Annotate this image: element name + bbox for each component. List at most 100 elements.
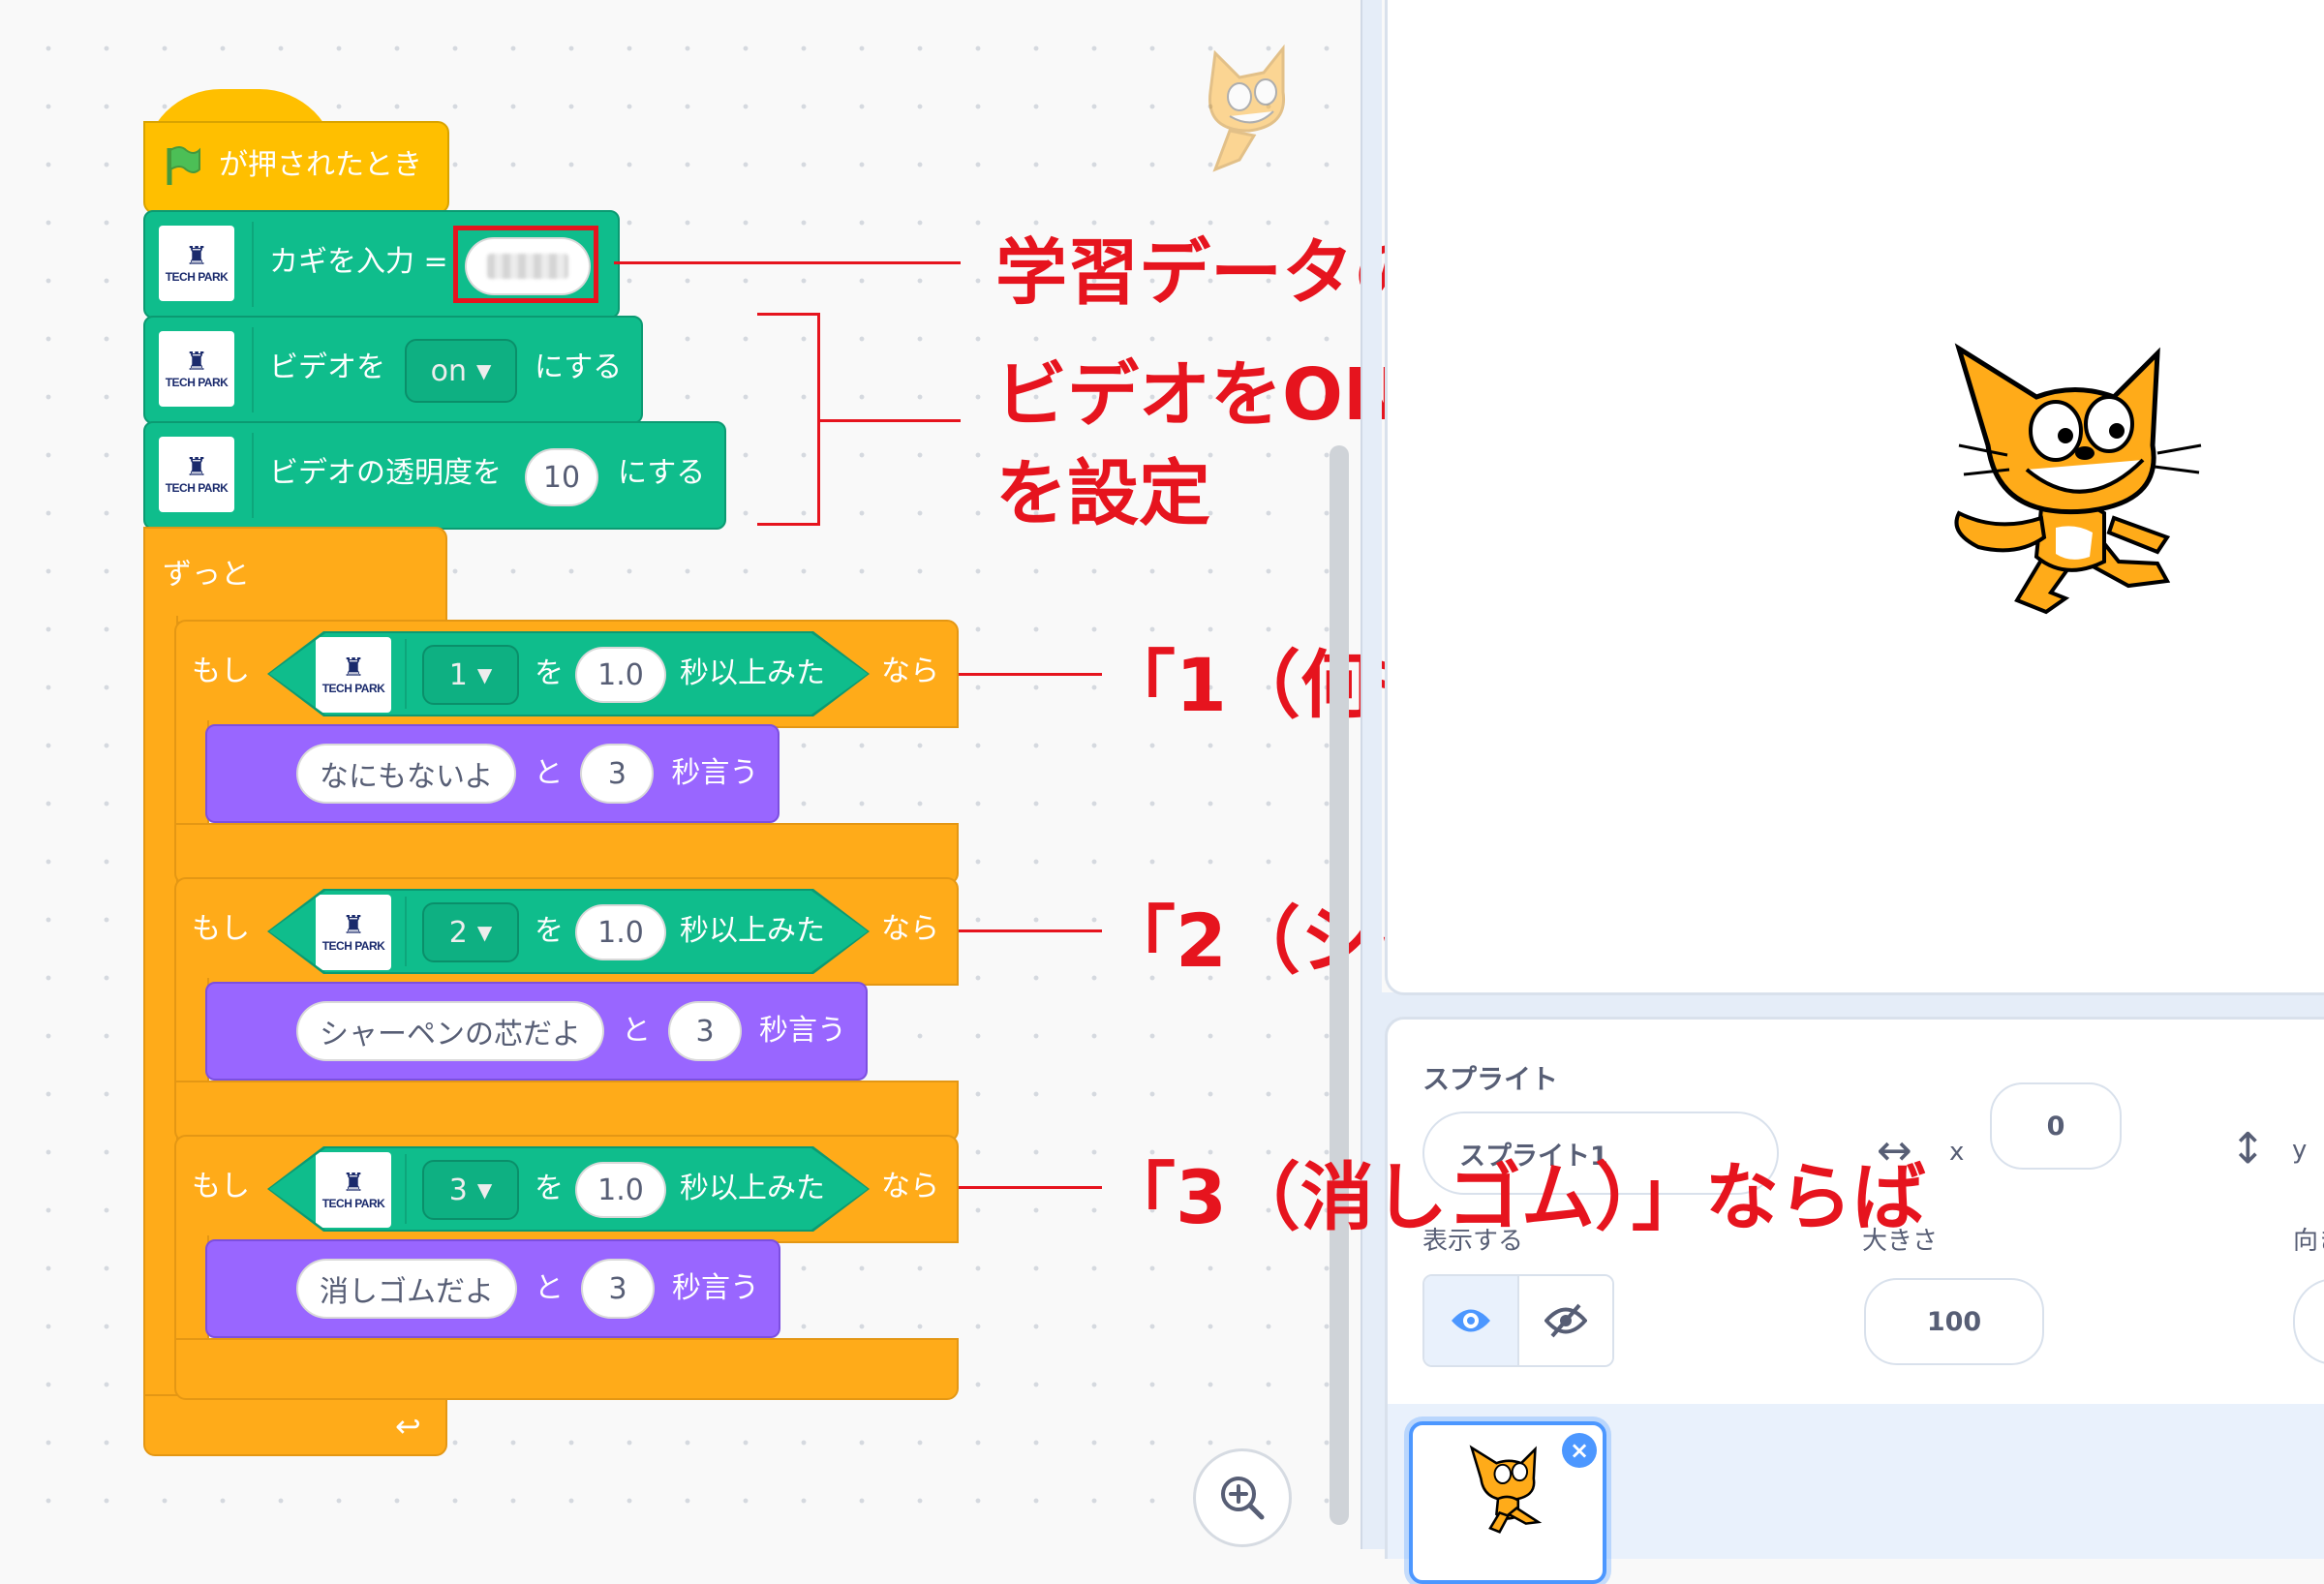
eye-slash-icon xyxy=(1544,1303,1587,1338)
tech-park-logo: ♜TECH PARK xyxy=(159,226,234,301)
hat-label: が押されたとき xyxy=(219,148,422,182)
when-flag-clicked-block[interactable]: が押されたとき xyxy=(143,121,449,214)
if-block[interactable]: もし ♜TECH PARK 3▼ を 1.0 秒以上みた なら xyxy=(174,1135,959,1243)
tech-park-logo: ♜TECH PARK xyxy=(316,1152,391,1228)
video-toggle-block[interactable]: ♜TECH PARK ビデオを on▼ にする xyxy=(143,316,643,424)
say-seconds-input[interactable]: 3 xyxy=(668,1001,742,1061)
if-arm xyxy=(174,1235,209,1340)
say-seconds-label: 秒言う xyxy=(671,756,759,790)
dropdown-caret-icon: ▼ xyxy=(475,359,492,382)
visibility-toggle xyxy=(1422,1274,1614,1367)
duration-input[interactable]: 1.0 xyxy=(575,904,666,960)
wo-label: を xyxy=(535,914,564,948)
workspace-scrollbar[interactable] xyxy=(1330,445,1349,1525)
seconds-see-label: 秒以上みた xyxy=(680,656,825,690)
then-label: なら xyxy=(881,912,939,946)
forever-label: ずっと xyxy=(163,558,250,592)
transparency-suffix: にする xyxy=(618,456,706,490)
forever-arm xyxy=(143,616,178,1396)
if-label: もし xyxy=(192,1170,250,1203)
annotation-video-line2: を設定 xyxy=(995,452,1210,535)
if-bottom xyxy=(174,823,959,885)
key-label: カギを入力 = xyxy=(269,245,448,279)
seconds-see-label: 秒以上みた xyxy=(680,1172,825,1205)
to-label: と xyxy=(622,1014,651,1048)
wo-label: を xyxy=(535,1172,564,1205)
size-input[interactable]: 100 xyxy=(1864,1278,2044,1365)
say-block[interactable]: 消しゴムだよ と 3 秒言う xyxy=(205,1239,780,1338)
if-label: もし xyxy=(192,912,250,946)
dropdown-caret-icon: ▼ xyxy=(476,921,493,944)
sprite-panel-title: スプライト xyxy=(1422,1063,1559,1095)
wo-label: を xyxy=(535,656,564,690)
hide-button[interactable] xyxy=(1519,1276,1612,1365)
y-arrow-icon: ↕ xyxy=(2230,1124,2266,1173)
say-block[interactable]: シャーペンの芯だよ と 3 秒言う xyxy=(205,982,868,1081)
size-label: 大きさ xyxy=(1862,1227,1939,1256)
duration-input[interactable]: 1.0 xyxy=(575,647,666,703)
say-block[interactable]: なにもないよ と 3 秒言う xyxy=(205,724,780,823)
transparency-label: ビデオの透明度を xyxy=(269,456,502,490)
duration-input[interactable]: 1.0 xyxy=(575,1162,666,1218)
if-block[interactable]: もし ♜TECH PARK 1▼ を 1.0 秒以上みた なら xyxy=(174,620,959,728)
direction-label: 向き xyxy=(2293,1227,2324,1256)
x-label: x xyxy=(1949,1138,1965,1167)
sprite-watermark-icon xyxy=(1208,44,1286,172)
stage[interactable] xyxy=(1385,0,2324,995)
show-button[interactable] xyxy=(1424,1276,1519,1365)
say-text-input[interactable]: なにもないよ xyxy=(296,744,517,804)
if-arm xyxy=(174,720,209,825)
transparency-input[interactable]: 10 xyxy=(525,448,598,506)
annotation-bracket xyxy=(757,313,820,526)
class-dropdown[interactable]: 2▼ xyxy=(422,902,519,962)
direction-input[interactable] xyxy=(2293,1278,2324,1365)
if-block[interactable]: もし ♜TECH PARK 2▼ を 1.0 秒以上みた なら xyxy=(174,877,959,986)
panel-divider xyxy=(1361,0,1382,1549)
if-bottom xyxy=(174,1338,959,1400)
video-label: ビデオを xyxy=(269,350,385,384)
model-condition[interactable]: ♜TECH PARK 1▼ を 1.0 秒以上みた xyxy=(269,633,868,715)
say-seconds-input[interactable]: 3 xyxy=(580,744,655,804)
video-state-dropdown[interactable]: on▼ xyxy=(405,339,517,403)
green-flag-icon xyxy=(167,146,200,185)
key-input-block[interactable]: ♜TECH PARK カギを入力 = xyxy=(143,210,620,319)
forever-block[interactable]: ずっと xyxy=(143,527,447,624)
y-label: y xyxy=(2292,1136,2308,1165)
tech-park-logo: ♜TECH PARK xyxy=(316,637,391,713)
dropdown-caret-icon: ▼ xyxy=(476,1178,493,1202)
scratch-cat-sprite-icon xyxy=(1954,343,2202,615)
say-seconds-label: 秒言う xyxy=(672,1271,759,1305)
then-label: なら xyxy=(881,1170,939,1203)
delete-sprite-button[interactable]: × xyxy=(1562,1433,1597,1468)
class-dropdown[interactable]: 1▼ xyxy=(422,645,519,705)
zoom-in-icon xyxy=(1221,1477,1265,1520)
sprite-thumbnail[interactable]: × xyxy=(1409,1421,1606,1584)
model-condition[interactable]: ♜TECH PARK 3▼ を 1.0 秒以上みた xyxy=(269,1148,868,1230)
tech-park-logo: ♜TECH PARK xyxy=(316,895,391,970)
zoom-in-button[interactable] xyxy=(1193,1448,1292,1547)
x-input[interactable]: 0 xyxy=(1990,1082,2122,1170)
class-dropdown[interactable]: 3▼ xyxy=(422,1160,519,1220)
say-seconds-label: 秒言う xyxy=(759,1014,846,1048)
show-label: 表示する xyxy=(1422,1227,1524,1256)
x-arrow-icon: ↔ xyxy=(1877,1126,1912,1175)
dropdown-caret-icon: ▼ xyxy=(476,663,493,686)
annotation-cond3: 「3（消しゴム）」ならば xyxy=(1102,1154,1926,1240)
say-text-input[interactable]: シャーペンの芯だよ xyxy=(296,1001,604,1061)
tech-park-logo: ♜TECH PARK xyxy=(159,437,234,512)
sprite-list: × xyxy=(1385,1404,2324,1584)
forever-bottom: ↩ xyxy=(143,1394,447,1456)
video-suffix: にする xyxy=(535,350,623,384)
model-condition[interactable]: ♜TECH PARK 2▼ を 1.0 秒以上みた xyxy=(269,891,868,972)
if-label: もし xyxy=(192,655,250,688)
if-arm xyxy=(174,978,209,1082)
to-label: と xyxy=(534,756,564,790)
tech-park-logo: ♜TECH PARK xyxy=(159,331,234,407)
key-input-field[interactable] xyxy=(465,237,591,295)
say-seconds-input[interactable]: 3 xyxy=(581,1259,655,1319)
video-transparency-block[interactable]: ♜TECH PARK ビデオの透明度を 10 にする xyxy=(143,421,726,530)
sprite-name-field[interactable]: スプライト1 xyxy=(1422,1112,1779,1195)
scratch-cat-thumbnail-icon xyxy=(1469,1445,1543,1534)
say-text-input[interactable]: 消しゴムだよ xyxy=(296,1259,517,1319)
seconds-see-label: 秒以上みた xyxy=(680,914,825,948)
